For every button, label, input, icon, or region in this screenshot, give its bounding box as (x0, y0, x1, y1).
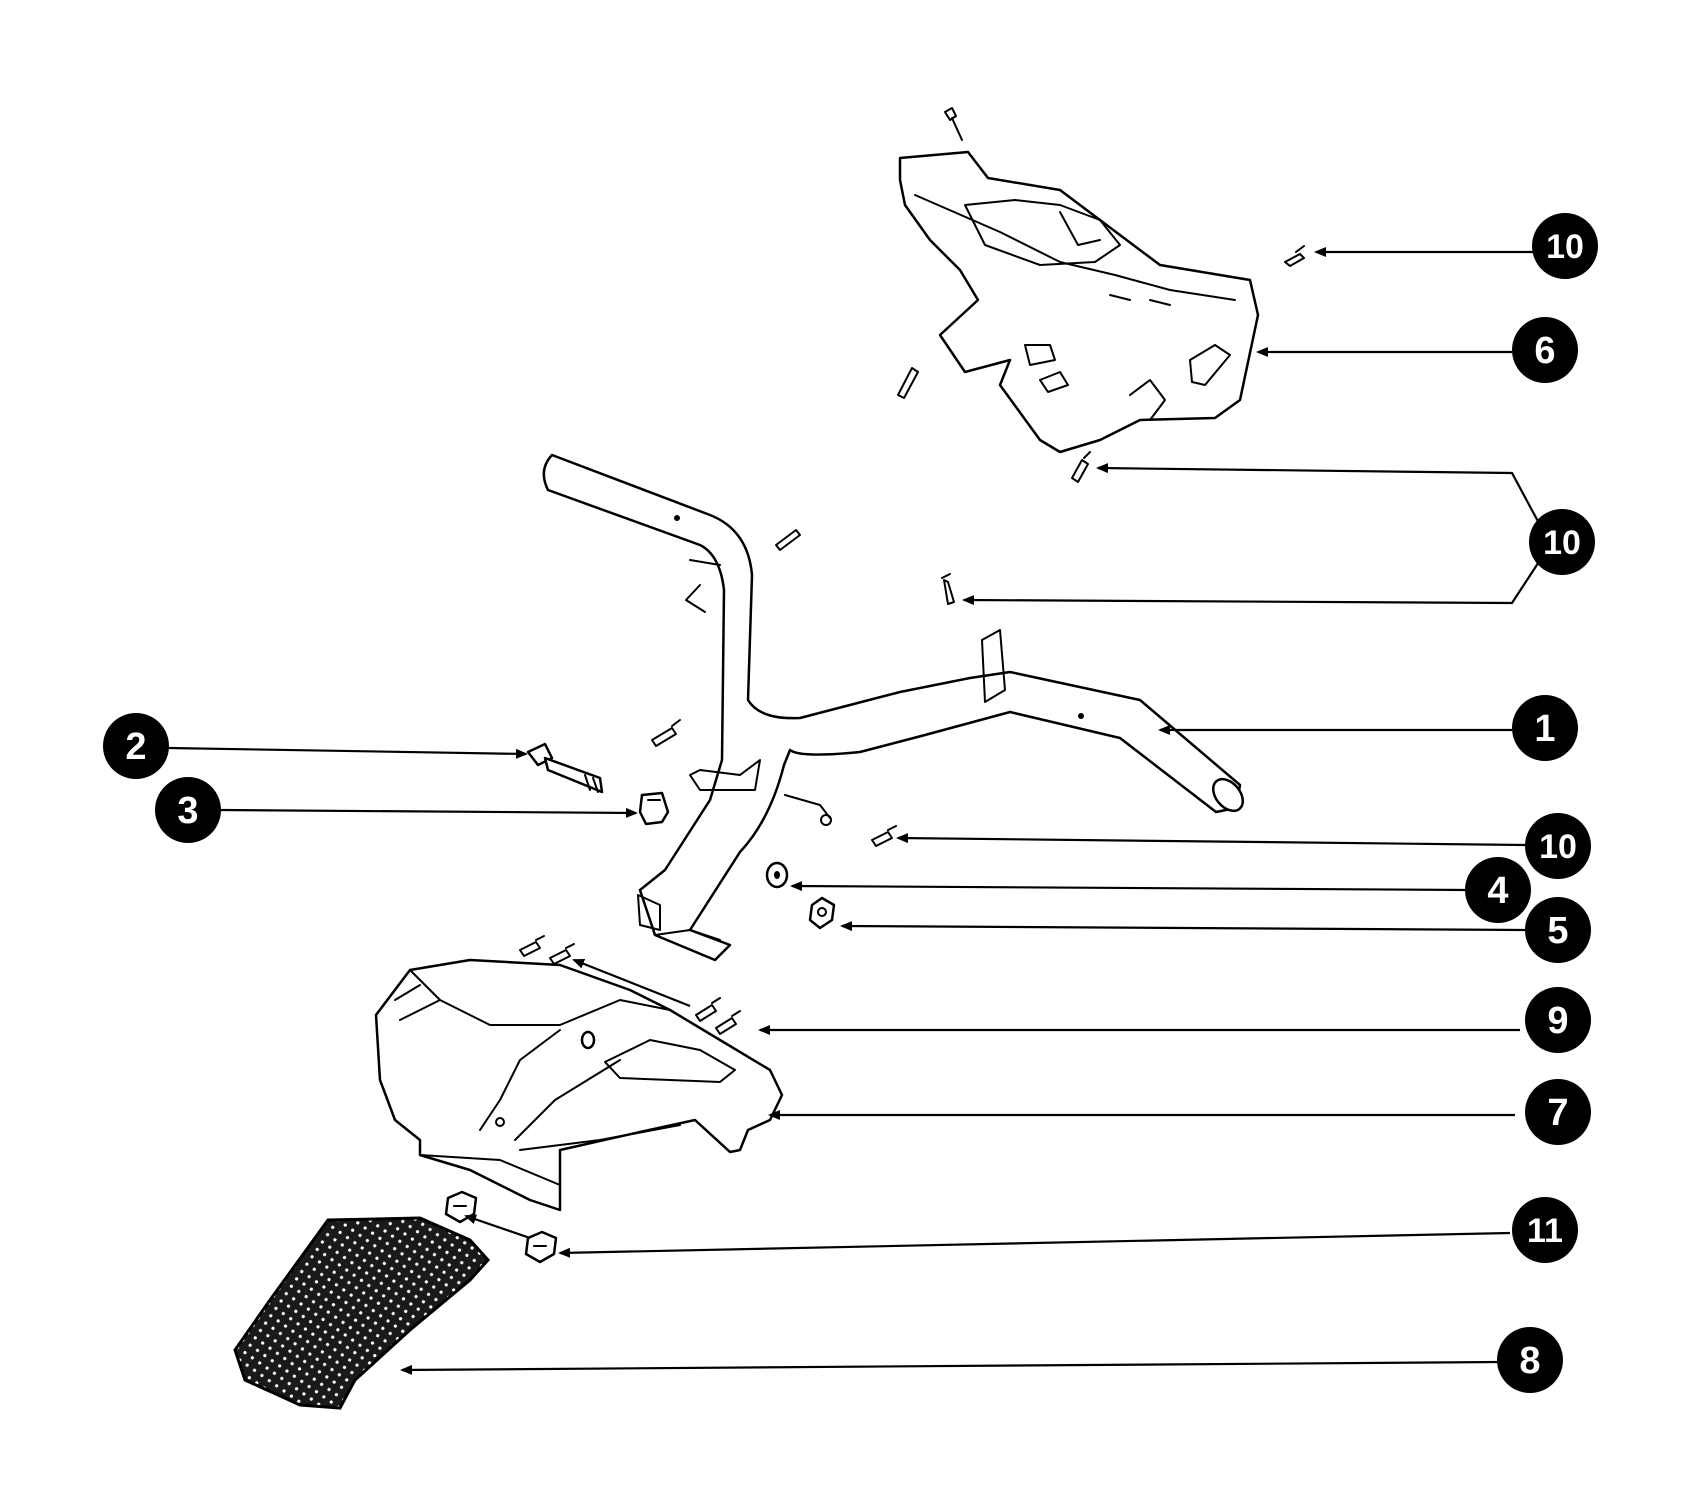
callout-10: 10 (1529, 509, 1595, 575)
callout-11: 11 (1512, 1197, 1578, 1263)
screw-10b-lower (941, 573, 955, 605)
callout-8: 8 (1497, 1327, 1563, 1393)
handlebar (542, 453, 1245, 962)
screw-10c (871, 825, 897, 847)
callout-3: 3 (155, 777, 221, 843)
callout-label: 6 (1534, 330, 1555, 372)
callout-label: 10 (1546, 228, 1584, 266)
callout-5: 5 (1525, 897, 1591, 963)
cover-screws (519, 935, 741, 1035)
callout-label: 9 (1547, 1000, 1568, 1042)
callout-label: 11 (1527, 1212, 1563, 1250)
callout-6: 6 (1512, 317, 1578, 383)
callout-9: 9 (1525, 987, 1591, 1053)
mesh-grille (233, 1216, 491, 1410)
callout-label: 7 (1547, 1092, 1568, 1134)
screw-bar (775, 529, 801, 551)
screw-top (944, 107, 963, 141)
callout-label: 2 (125, 726, 146, 768)
callout-label: 8 (1519, 1340, 1540, 1382)
front-handlebar-cover (374, 958, 784, 1212)
callout-1: 1 (1512, 695, 1578, 761)
callout-4: 4 (1465, 857, 1531, 923)
screw-center (651, 719, 681, 747)
screw-left-of-cover (897, 367, 919, 399)
callout-label: 4 (1487, 870, 1508, 912)
screw-10a (1284, 245, 1305, 267)
callout-2: 2 (103, 713, 169, 779)
nut (808, 896, 836, 930)
bolt (526, 742, 604, 794)
callout-10: 10 (1532, 213, 1598, 279)
clips (444, 1190, 558, 1264)
callout-label: 1 (1534, 708, 1555, 750)
washer (765, 861, 789, 889)
callout-label: 3 (177, 790, 198, 832)
leader-lines (167, 247, 1549, 1375)
callout-label: 5 (1547, 910, 1568, 952)
rear-handlebar-cover (898, 150, 1260, 454)
screw-10b-upper (1071, 451, 1091, 483)
callout-10: 10 (1525, 813, 1591, 879)
callout-label: 10 (1543, 524, 1581, 562)
bushing (638, 791, 670, 826)
callout-7: 7 (1525, 1079, 1591, 1145)
callout-label: 10 (1539, 828, 1577, 866)
